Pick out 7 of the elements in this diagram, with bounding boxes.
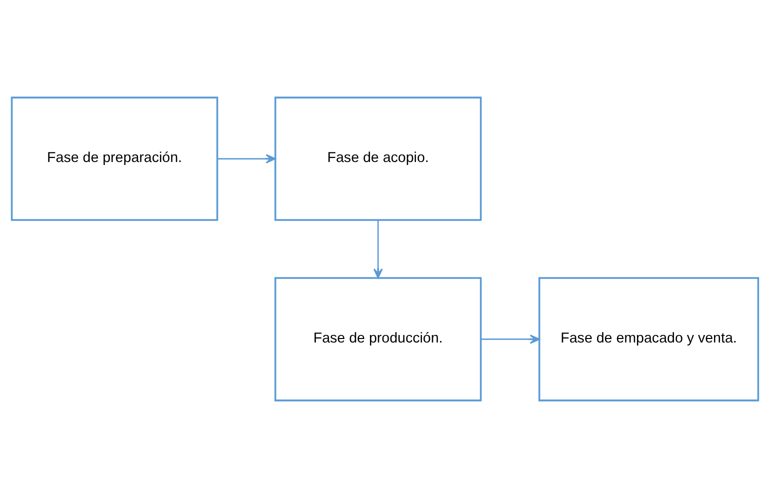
arrow bbox=[480, 334, 540, 344]
node-box: Fase de acopio. bbox=[274, 96, 482, 220]
node-box: Fase de preparación. bbox=[10, 96, 218, 220]
node-box: Fase de producción. bbox=[274, 276, 482, 401]
arrow bbox=[373, 220, 383, 278]
node-box: Fase de empacado y venta. bbox=[538, 276, 760, 401]
arrow bbox=[217, 154, 276, 163]
